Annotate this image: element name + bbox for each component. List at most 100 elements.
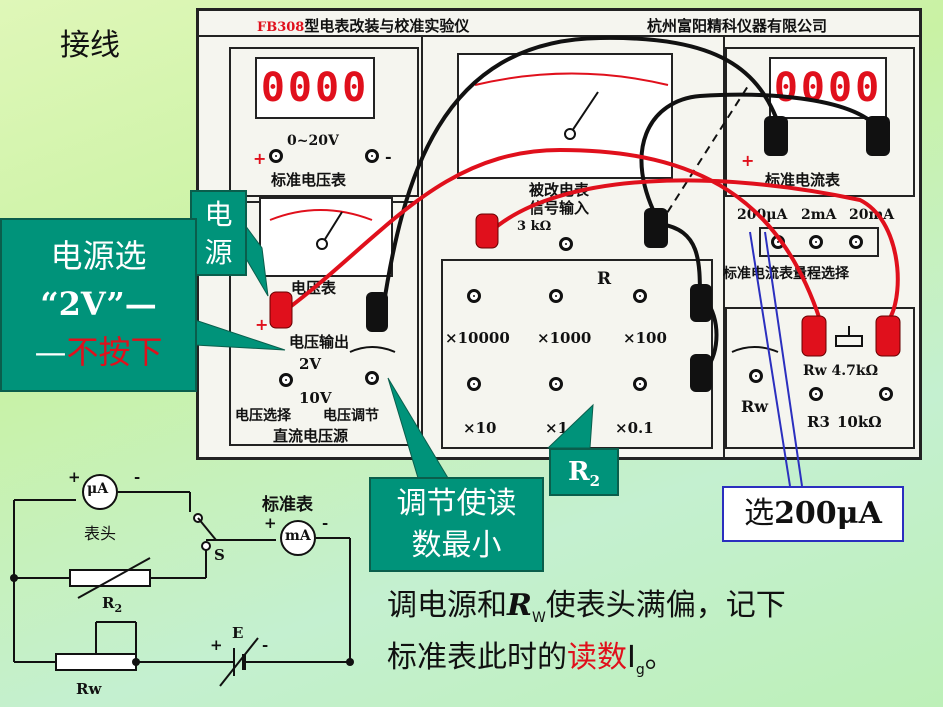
signal-input-title-2: 信号输入 (529, 199, 590, 217)
std-voltmeter-minus: - (385, 147, 392, 166)
circuit-diagram (10, 474, 354, 687)
circuit-std-label: 标准表 (262, 495, 313, 515)
std-voltmeter-plus: + (253, 149, 267, 168)
std-voltmeter-title: 标准电压表 (271, 171, 347, 189)
battery-adjust-arrow (219, 637, 259, 687)
power-select-line2: “2V”— (40, 285, 157, 323)
circuit-plus-3: + (210, 636, 223, 654)
range-button-20ma[interactable] (849, 235, 863, 249)
voltage-adjust-label: 电压调节 (323, 408, 379, 424)
black-plug-ammeter-pos (764, 116, 788, 156)
r-knob-1000[interactable] (549, 289, 563, 303)
test-meter-needle (569, 91, 599, 135)
r2-callout: R2 (549, 448, 619, 496)
black-wire-input-to-ammeter (639, 92, 880, 225)
middle-divider-right (723, 35, 725, 460)
r-knob-0.1[interactable] (633, 377, 647, 391)
r2-symbol (69, 569, 151, 587)
r-knob-10[interactable] (467, 377, 481, 391)
r2-callout-label: R (567, 457, 590, 487)
range-button-strip (759, 227, 879, 257)
slide-title: 接线 (60, 28, 120, 63)
range-200ua: 200μA (737, 207, 788, 223)
std-voltmeter-section (229, 47, 419, 197)
power-select-line1: 电源选 (50, 237, 147, 275)
r3-terminal-left[interactable] (809, 387, 823, 401)
circuit-std-symbol: mA (285, 528, 311, 544)
power-select-callout: 电源选 “2V”— —不按下 (0, 218, 197, 392)
header-divider (199, 35, 919, 37)
r-mult-1000: ×1000 (537, 329, 592, 347)
black-plug-ammeter-neg (866, 116, 890, 156)
panel-name: 型电表改装与校准实验仪 (304, 17, 470, 35)
std-ammeter-plus: + (741, 151, 755, 170)
middle-divider-left (421, 35, 423, 460)
panel-maker: 杭州富阳精科仪器有限公司 (647, 17, 828, 35)
voltage-select-button[interactable] (279, 373, 293, 387)
r3-terminal-right[interactable] (879, 387, 893, 401)
instruction-reading: 读数 (567, 640, 627, 675)
circuit-plus-2: + (264, 514, 277, 532)
dashed-wire (659, 85, 749, 225)
power-select-dash: — (34, 333, 67, 371)
range-button-2ma[interactable] (809, 235, 823, 249)
circuit-minus-2: - (322, 514, 329, 532)
instruction-line2: 标准表此时的读数Ig。 (387, 638, 927, 690)
voltmeter-scale (269, 209, 373, 221)
red-wire-source-to-rw (284, 147, 822, 321)
rw-arc (731, 346, 779, 353)
r-knob-1[interactable] (549, 377, 563, 391)
instruction-line2-suffix: 。 (644, 640, 675, 675)
rw-section (725, 307, 915, 449)
instruction-line2-prefix: 标准表此时的 (387, 640, 567, 675)
circuit-plus-1: + (68, 468, 81, 486)
voltmeter-pivot (316, 238, 328, 250)
rw-label: Rw (741, 397, 769, 416)
resistance-box-title: R (597, 269, 612, 289)
circuit-rw-label: Rw (76, 680, 102, 698)
r-mult-100: ×100 (623, 329, 667, 347)
adjust-line1: 调节使读 (396, 486, 517, 521)
signal-input-title-1: 被改电表 (529, 181, 590, 199)
instruction-line1-prefix: 调电源和 (387, 588, 507, 623)
power-label: 电源 (204, 198, 233, 269)
r-knob-10000[interactable] (467, 289, 481, 303)
circuit-minus-3: - (262, 636, 269, 654)
r-mult-0.1: ×0.1 (615, 419, 654, 437)
circuit-battery-label: E (232, 624, 244, 642)
signal-input-terminal[interactable] (559, 237, 573, 251)
voltage-output-plus: + (255, 315, 269, 334)
select-200ua-callout: 选200μA (722, 486, 904, 542)
select-prefix: 选 (744, 496, 775, 531)
black-plug-r-bottom (690, 354, 712, 392)
voltage-adjust-knob[interactable] (365, 371, 379, 385)
black-plug-r-top (690, 284, 712, 322)
power-select-not-press: 不按下 (66, 333, 163, 371)
power-label-callout: 电源 (190, 190, 247, 276)
switch-lever (197, 517, 217, 541)
std-voltmeter-terminal-neg[interactable] (365, 149, 379, 163)
rw-knob[interactable] (749, 369, 763, 383)
std-voltmeter-range: 0~20V (287, 133, 339, 149)
circuit-switch-label: S (214, 546, 225, 564)
r2-callout-sub: 2 (589, 472, 601, 491)
instruction-line1-suffix: 使表头满偏，记下 (545, 588, 786, 623)
r-knob-100[interactable] (633, 289, 647, 303)
range-select-title: 标准电流表量程选择 (723, 266, 849, 282)
adjust-callout: 调节使读 数最小 (369, 477, 544, 572)
std-voltmeter-terminal-pos[interactable] (269, 149, 283, 163)
voltage-select-label: 电压选择 (235, 408, 291, 424)
circuit-r2-label: R2 (102, 594, 123, 615)
adjust-arc (349, 346, 396, 353)
black-wire-voltage-to-ammeter (380, 35, 782, 317)
select-value: 200μA (774, 496, 882, 531)
std-ammeter-display: 0000 (769, 57, 887, 119)
std-voltmeter-display: 0000 (255, 57, 375, 119)
test-meter-pivot (564, 128, 576, 140)
red-plug-voltage-out (269, 291, 293, 329)
red-plug-rw-left (801, 315, 827, 357)
r3-label: R3 (807, 413, 830, 431)
instruction-ig-symbol: I (627, 640, 636, 675)
adjust-pointer (387, 377, 449, 479)
circuit-meter-head-symbol: μA (87, 481, 109, 497)
